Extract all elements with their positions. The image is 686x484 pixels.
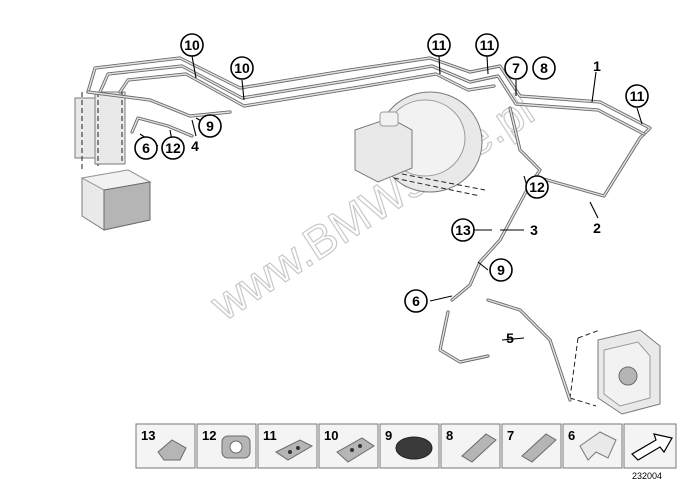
callout-7: 7 [504, 56, 528, 80]
legend-arrow-cell [623, 423, 677, 469]
pipe-clip-icon [275, 439, 314, 461]
callout-11a-label: 11 [432, 37, 447, 53]
callout-12-right: 12 [525, 175, 549, 199]
callout-13: 13 [451, 218, 475, 242]
pipe-clip-icon [336, 437, 375, 463]
legend-number: 13 [141, 428, 155, 443]
callout-9-top: 9 [198, 114, 222, 138]
legend-item-9: 9 [379, 423, 440, 469]
label-2: 2 [593, 220, 601, 236]
bracket-icon [579, 431, 617, 461]
legend-number: 8 [446, 428, 453, 443]
callout-11b-label: 11 [480, 37, 495, 53]
callout-10a-label: 10 [184, 37, 200, 53]
callout-6-mid-label: 6 [412, 293, 420, 309]
legend-number: 7 [507, 428, 514, 443]
legend-number: 10 [324, 428, 338, 443]
callout-11b: 11 [475, 33, 499, 57]
legend-number: 12 [202, 428, 216, 443]
callout-11c-label: 11 [630, 88, 645, 104]
callout-6-mid: 6 [404, 289, 428, 313]
callout-7-label: 7 [512, 60, 520, 76]
legend-number: 6 [568, 428, 575, 443]
callout-9-mid: 9 [489, 258, 513, 282]
clip-icon [157, 439, 187, 461]
legend-number: 11 [263, 428, 277, 443]
callout-11c: 11 [625, 84, 649, 108]
callout-12-top-label: 12 [165, 140, 181, 156]
legend-item-6: 6 [562, 423, 623, 469]
watermark: www.BMWstore.pl [200, 83, 542, 330]
callout-10b-label: 10 [234, 60, 250, 76]
brake-caliper-icon [569, 329, 661, 415]
label-5: 5 [506, 330, 514, 346]
callout-12-top: 12 [161, 136, 185, 160]
legend-item-10: 10 [318, 423, 379, 469]
holder-icon [461, 433, 497, 463]
label-4: 4 [191, 138, 199, 154]
callout-8-label: 8 [540, 60, 548, 76]
legend-item-12: 12 [196, 423, 257, 469]
abs-hydraulic-unit-icon [74, 91, 152, 231]
brake-booster-icon [354, 91, 486, 197]
callout-10a: 10 [180, 33, 204, 57]
callout-9-top-label: 9 [206, 118, 214, 134]
parts-legend: 13 12 11 10 [135, 423, 677, 469]
callout-12-right-label: 12 [529, 179, 545, 195]
legend-item-8: 8 [440, 423, 501, 469]
brake-line-bundle [86, 56, 652, 402]
pipe-grommet-icon [221, 435, 251, 459]
callout-11a: 11 [427, 33, 451, 57]
grommet-icon [395, 436, 433, 460]
callout-8: 8 [532, 56, 556, 80]
callout-10b: 10 [230, 56, 254, 80]
label-3: 3 [530, 222, 538, 238]
legend-item-11: 11 [257, 423, 318, 469]
arrow-icon [631, 433, 673, 461]
callout-6-top: 6 [134, 136, 158, 160]
label-1: 1 [593, 58, 601, 74]
legend-item-7: 7 [501, 423, 562, 469]
callout-6-top-label: 6 [142, 140, 150, 156]
legend-item-13: 13 [135, 423, 196, 469]
holder-icon [521, 433, 557, 463]
callout-9-mid-label: 9 [497, 262, 505, 278]
callout-13-label: 13 [455, 222, 471, 238]
legend-number: 9 [385, 428, 392, 443]
diagram-id: 232004 [632, 471, 662, 481]
